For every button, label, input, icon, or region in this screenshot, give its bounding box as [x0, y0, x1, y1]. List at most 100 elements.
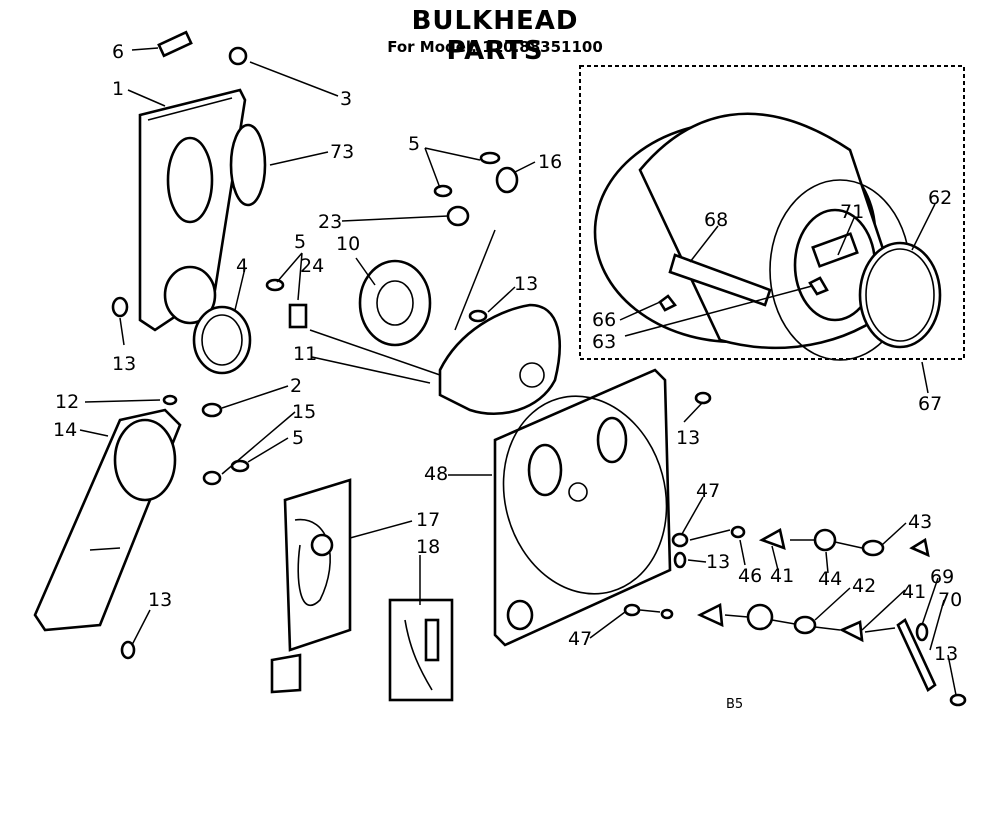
- heater-assembly-17: [270, 478, 352, 694]
- part-70-spring: [915, 622, 929, 642]
- part-24: [288, 303, 308, 329]
- screw-13e: [949, 693, 967, 707]
- callout-label: 11: [293, 343, 317, 365]
- callout-label: 6: [112, 41, 124, 63]
- callout-label: 69: [930, 566, 954, 588]
- callout-label: 14: [53, 419, 77, 441]
- part-46: [730, 525, 746, 539]
- felt-seal-73: [229, 123, 267, 207]
- part-23: [446, 205, 470, 227]
- callout-label: 5: [408, 133, 420, 155]
- screw-5c: [265, 278, 285, 292]
- callout-label: 2: [290, 375, 302, 397]
- part-15: [202, 470, 222, 486]
- lower-panel-hub: [113, 418, 177, 502]
- callout-label: 1: [112, 78, 124, 100]
- callout-label: 5: [294, 231, 306, 253]
- blower-assembly: [309, 229, 561, 416]
- part-2: [201, 402, 223, 418]
- screw-5a: [479, 151, 501, 165]
- callout-label: 12: [55, 391, 79, 413]
- rear-bulkhead-48: [493, 368, 672, 647]
- callout-label: 62: [928, 187, 952, 209]
- seal-ring-4: [192, 305, 252, 375]
- callout-label: 41: [902, 581, 926, 603]
- page-code: B5: [726, 697, 743, 712]
- callout-label: 18: [416, 536, 440, 558]
- part-47a: [671, 532, 689, 548]
- callout-label: 41: [770, 565, 794, 587]
- callout-label: 71: [840, 201, 864, 223]
- part-41c: [838, 620, 864, 643]
- leader-lines: [79, 47, 957, 696]
- blower-wheel-10: [358, 259, 432, 347]
- callout-label: 13: [676, 427, 700, 449]
- screw-5b: [433, 184, 453, 198]
- page-title: BULKHEAD PARTS: [411, 6, 579, 66]
- callout-label: 13: [148, 589, 172, 611]
- part-6-clip: [157, 30, 193, 58]
- idler-hardware: [623, 525, 967, 707]
- callout-label: 4: [236, 255, 248, 277]
- callout-label: 48: [424, 463, 448, 485]
- part-18-element: [424, 618, 440, 662]
- drum-baffle: [668, 253, 772, 307]
- callout-label: 5: [292, 427, 304, 449]
- callout-label: 23: [318, 211, 342, 233]
- bulkhead-lower-opening: [163, 265, 217, 325]
- callout-label: 16: [538, 151, 562, 173]
- heater-bracket: [283, 478, 352, 652]
- part-41b: [696, 602, 724, 628]
- model-subtitle: For Model: 110.88351100: [387, 38, 603, 56]
- part-47b: [623, 603, 641, 617]
- callout-label: 73: [330, 141, 354, 163]
- callout-label: 15: [292, 401, 316, 423]
- callout-labels: 6 3 1 73 5 16 23 10 5 24 4 13 13 11 12 2…: [53, 41, 962, 712]
- callout-label: 10: [336, 233, 360, 255]
- lower-panel-14: [33, 408, 182, 632]
- screw-66: [658, 294, 677, 312]
- callout-label: 46: [738, 565, 762, 587]
- part-43-pulley: [861, 539, 885, 557]
- callout-label: 44: [818, 568, 842, 590]
- callout-label: 24: [300, 255, 324, 277]
- screw-13f: [673, 551, 687, 569]
- front-bulkhead-part: [138, 88, 267, 375]
- callout-label: 13: [934, 643, 958, 665]
- part-43-bracket: [909, 537, 930, 558]
- drum-part: [593, 112, 942, 361]
- callout-label: 47: [568, 628, 592, 650]
- drum-ring-62: [858, 241, 942, 349]
- part-3-cap: [228, 46, 248, 66]
- callout-label: 3: [340, 88, 352, 110]
- screw-13b: [468, 309, 488, 323]
- callout-label: 67: [918, 393, 942, 415]
- part-44a: [813, 528, 837, 552]
- drum-bearing: [811, 232, 859, 268]
- screw-13a: [111, 296, 129, 318]
- screw-13c: [120, 640, 136, 660]
- callout-label: 66: [592, 309, 616, 331]
- part-63: [808, 276, 829, 296]
- part-42: [793, 615, 817, 635]
- heater-terminal: [270, 653, 302, 694]
- drum-assembly-box: [579, 65, 965, 360]
- callout-label: 43: [908, 511, 932, 533]
- callout-label: 13: [514, 273, 538, 295]
- part-69-arm: [896, 618, 937, 692]
- part-18-wire: [404, 619, 433, 691]
- callout-label: 13: [112, 353, 136, 375]
- part-16: [495, 166, 519, 194]
- part-18-inset-box: [388, 598, 454, 702]
- callout-label: 42: [852, 575, 876, 597]
- callout-label: 47: [696, 480, 720, 502]
- callout-label: 17: [416, 509, 440, 531]
- part-41a: [758, 528, 786, 551]
- callout-label: 70: [938, 589, 962, 611]
- callout-label: 13: [706, 551, 730, 573]
- callout-label: 63: [592, 331, 616, 353]
- bulkhead-upper-opening: [166, 136, 214, 224]
- part-44b: [746, 603, 774, 631]
